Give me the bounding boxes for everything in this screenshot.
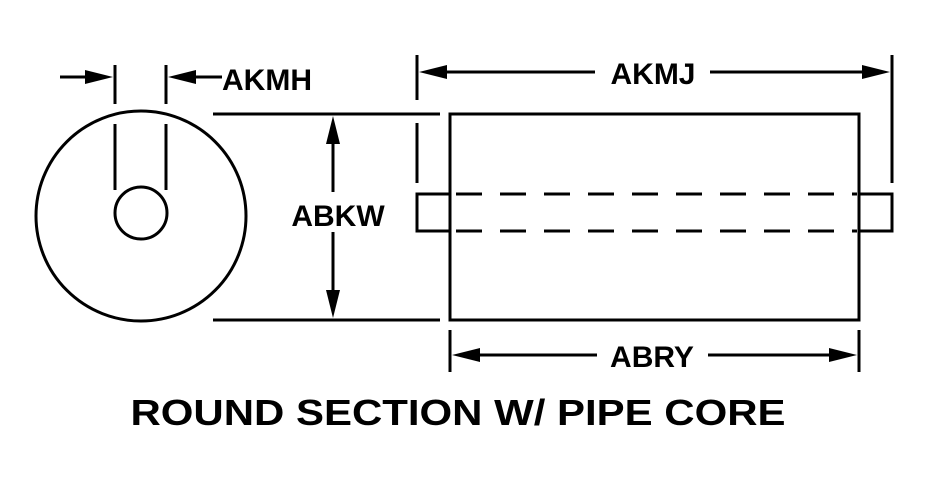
side-view (415, 112, 894, 322)
akmj-arrow-right (862, 65, 890, 79)
abry-dimension: ABRY (448, 330, 861, 374)
abry-arrow-right (829, 348, 857, 362)
abkw-arrow-up (326, 116, 340, 144)
abry-arrow-left (452, 348, 480, 362)
abkw-label: ABKW (291, 200, 385, 233)
pipe-end-right (859, 192, 894, 233)
akmh-arrow-right (168, 70, 196, 84)
body-outline (448, 112, 861, 322)
akmj-arrow-left (419, 65, 447, 79)
drawing-title: ROUND SECTION W/ PIPE CORE (131, 392, 786, 433)
pipe-end-left (415, 192, 450, 233)
end-view: AKMH (34, 64, 312, 323)
abkw-dimension: ABKW (213, 112, 440, 322)
outer-circle (34, 109, 248, 323)
akmh-arrow-left (85, 70, 113, 84)
abry-label: ABRY (610, 341, 694, 374)
akmj-dimension: AKMJ (415, 55, 894, 183)
core-circle (113, 185, 169, 241)
abkw-arrow-down (326, 290, 340, 318)
akmh-label: AKMH (222, 64, 312, 97)
akmj-label: AKMJ (610, 58, 695, 91)
